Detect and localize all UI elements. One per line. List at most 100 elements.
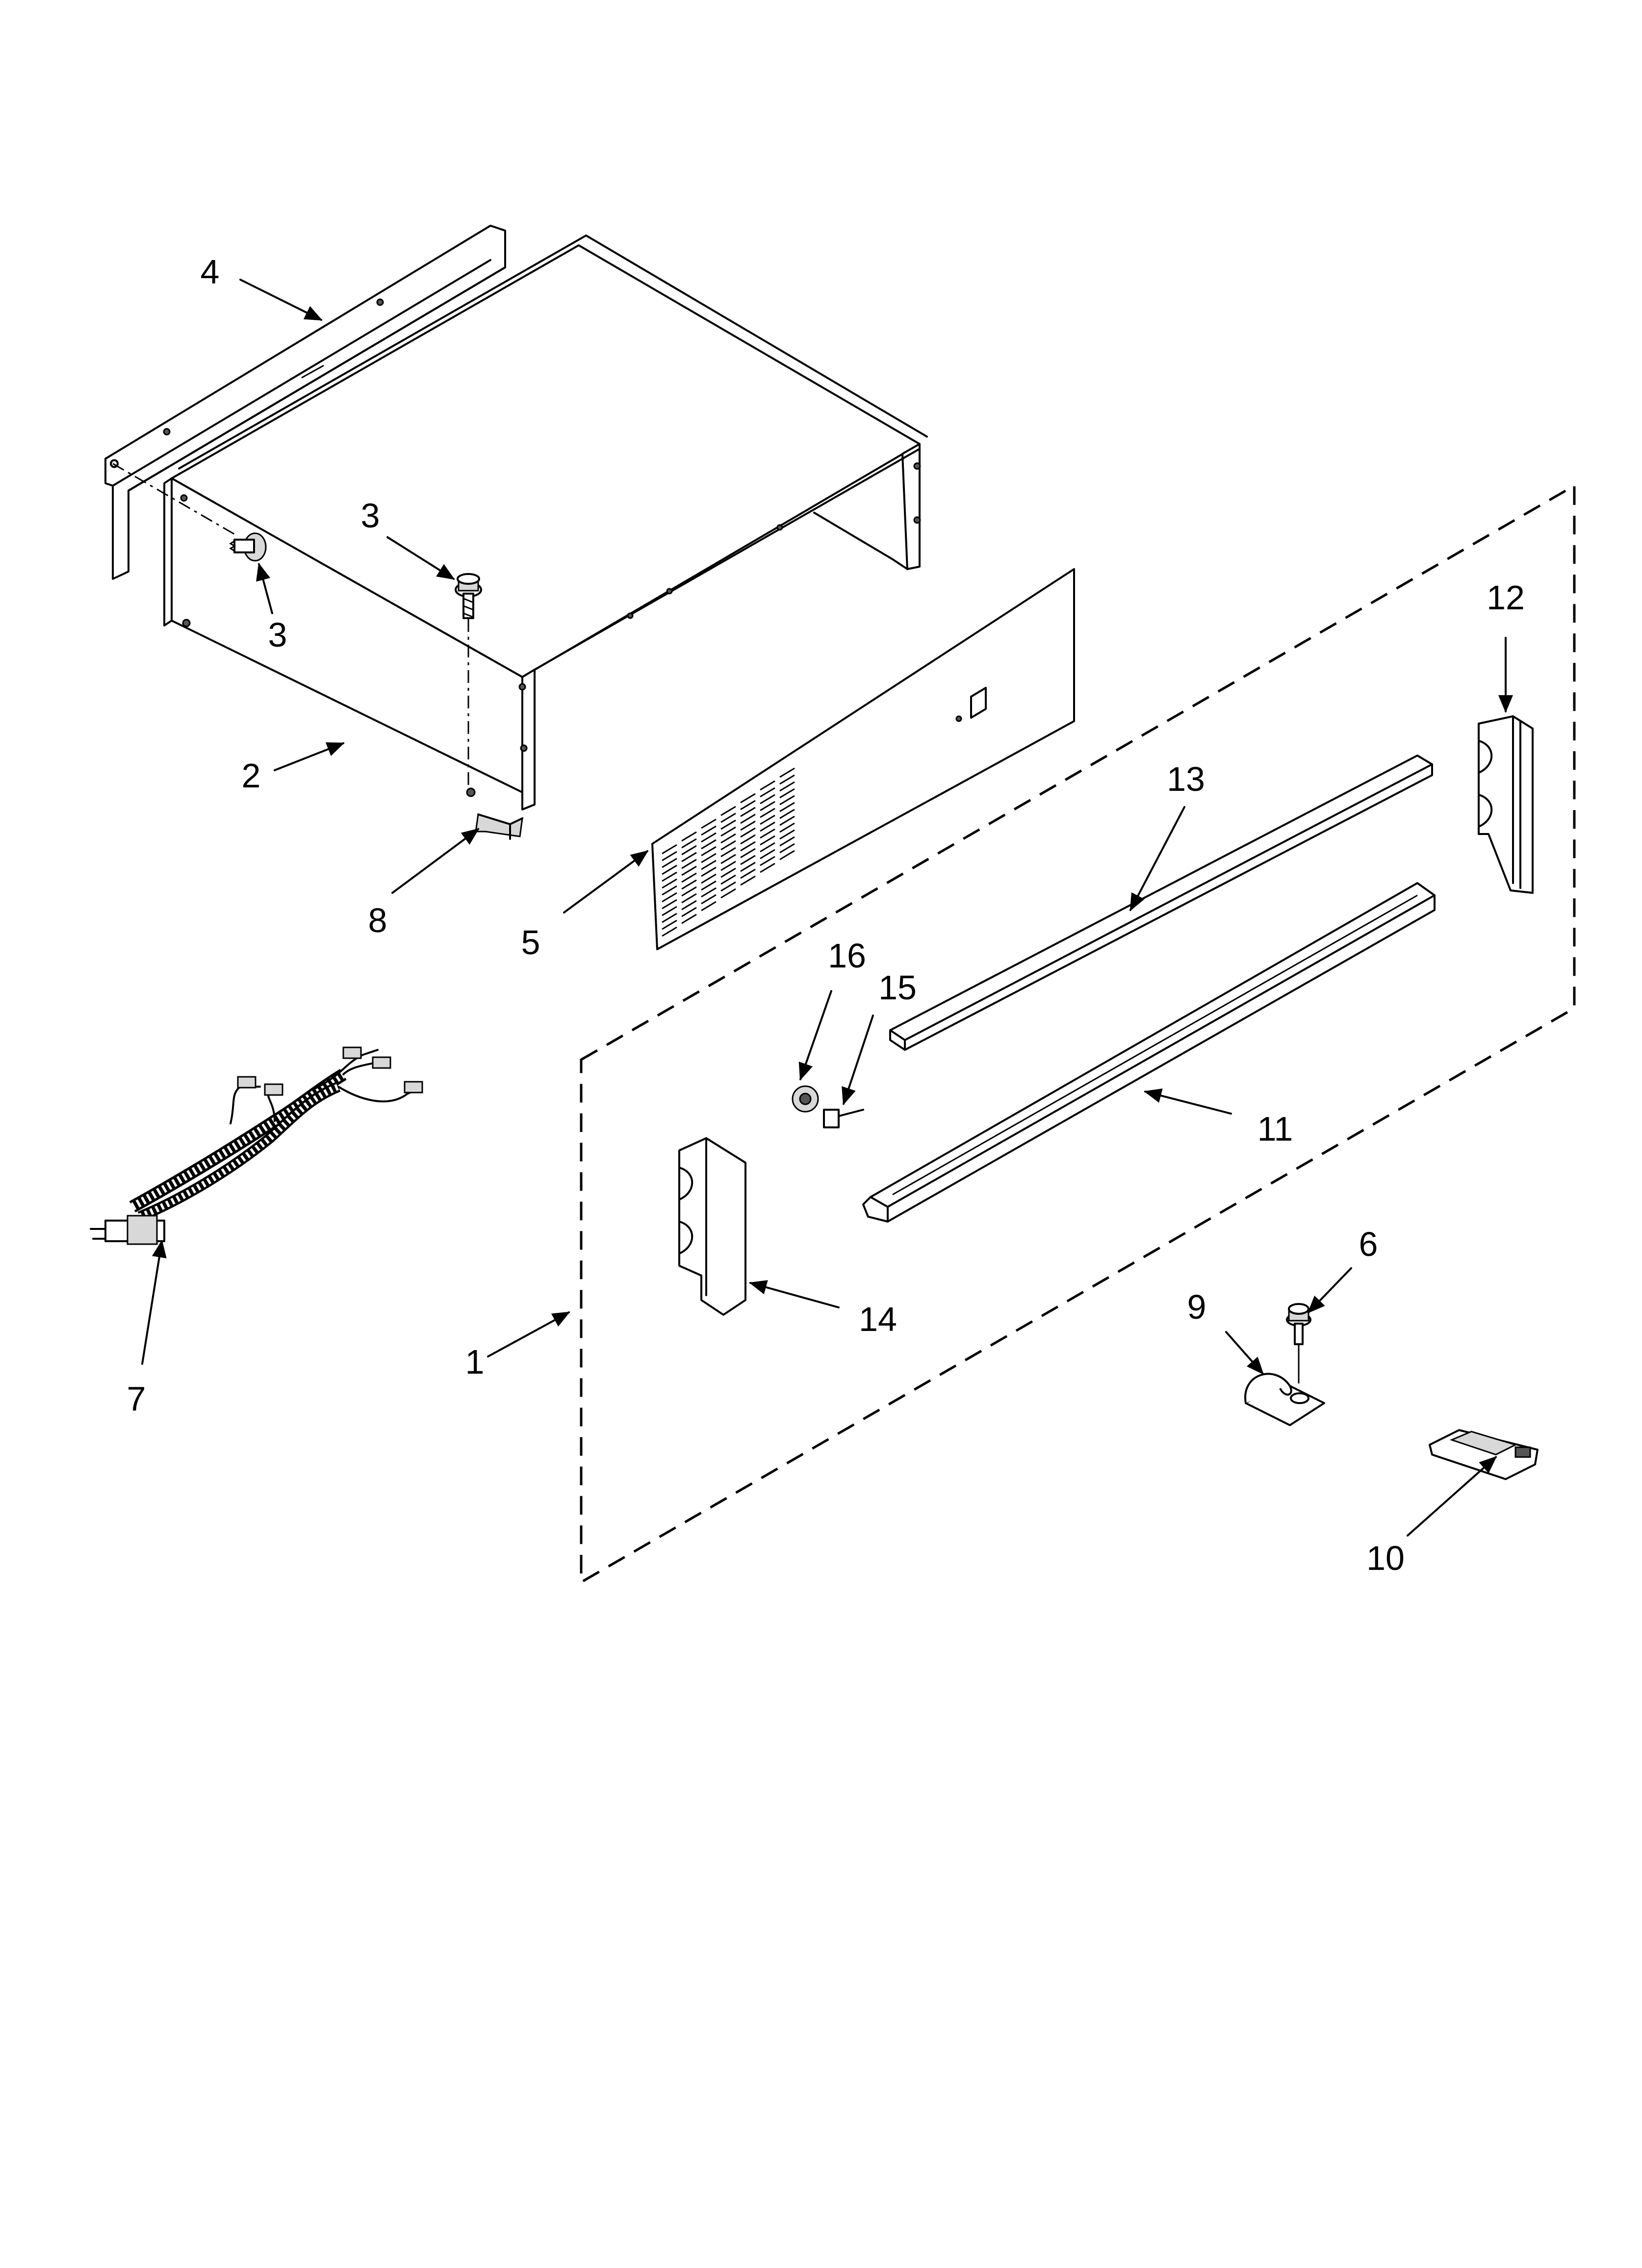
louver-slot	[779, 843, 795, 854]
louver-slot	[681, 886, 697, 897]
pin-part-15	[823, 1109, 864, 1128]
louver-slot	[662, 912, 677, 923]
louver-slot	[662, 892, 677, 903]
callout-15: 15	[878, 968, 917, 1007]
louver-slot	[701, 853, 717, 863]
louver-slot	[681, 900, 697, 911]
louver-slot	[779, 822, 795, 833]
louver-slot	[779, 774, 795, 785]
louver-slot	[701, 825, 717, 836]
louver-slot	[760, 780, 775, 791]
callout-7: 7	[127, 1380, 146, 1418]
callout-14: 14	[859, 1300, 897, 1338]
louver-slot	[740, 813, 756, 824]
housing-part-2	[163, 235, 928, 810]
louver-slot	[760, 787, 775, 798]
louver-slot	[760, 814, 775, 825]
louver-slot	[740, 841, 756, 852]
upper-rail-part-13	[889, 755, 1433, 1051]
louver-slot	[779, 850, 795, 860]
louver-slot	[720, 854, 736, 864]
louver-slot	[740, 861, 756, 872]
callout-12: 12	[1487, 578, 1525, 617]
louver-slot	[701, 832, 717, 843]
louver-slot	[740, 834, 756, 845]
drawer-assembly-outline-part-1	[580, 483, 1576, 1585]
callout-6: 6	[1359, 1225, 1378, 1263]
louver-slot	[720, 867, 736, 878]
louver-slot	[681, 893, 697, 904]
louver-slot	[662, 851, 677, 861]
louver-slot	[701, 839, 717, 850]
louver-slot	[720, 881, 736, 892]
louver-slot	[701, 818, 717, 829]
louver-slot	[681, 831, 697, 842]
louver-slot	[662, 906, 677, 916]
callout-1: 1	[465, 1343, 485, 1381]
leader-lines	[141, 279, 1513, 1537]
louver-slot	[779, 829, 795, 840]
louver-slot	[760, 862, 775, 873]
louver-slot	[720, 819, 736, 830]
louver-slot	[681, 879, 697, 890]
louver-slot	[779, 836, 795, 847]
louver-slot	[760, 828, 775, 839]
louver-slot	[779, 815, 795, 826]
callout-3-side: 3	[268, 616, 287, 654]
louver-slot	[701, 846, 717, 857]
left-bracket-part-14	[678, 1137, 746, 1316]
louver-slot	[740, 820, 756, 831]
louver-slot	[720, 840, 736, 851]
louver-slot	[720, 860, 736, 871]
callout-4: 4	[201, 253, 220, 291]
louver-slot	[720, 826, 736, 837]
louver-slot	[662, 871, 677, 882]
louver-slot	[740, 848, 756, 859]
louver-slot	[740, 807, 756, 817]
louver-slot	[779, 781, 795, 792]
louver-slot	[740, 827, 756, 838]
callout-labels: 4 3 3 2 8 5 12 13 16 15 11 14 1 6 9 10 7	[127, 253, 1525, 1577]
louver-slot	[720, 888, 736, 899]
louver-slot	[720, 847, 736, 858]
callout-10: 10	[1366, 1539, 1405, 1577]
louver-slot	[681, 838, 697, 849]
louver-slot	[740, 800, 756, 810]
callout-16: 16	[828, 937, 866, 975]
callout-3-top: 3	[361, 496, 380, 535]
louver-slot	[701, 866, 717, 877]
louver-slot	[740, 875, 756, 886]
louver-slot	[662, 926, 677, 937]
louver-slot	[760, 821, 775, 832]
louver-slot	[662, 878, 677, 889]
louver-slot	[681, 907, 697, 917]
louver-slot	[760, 794, 775, 805]
louver-slot	[662, 899, 677, 910]
panel-louvers	[662, 767, 795, 937]
louver-slot	[779, 767, 795, 778]
louver-slot	[681, 865, 697, 876]
louver-slot	[681, 913, 697, 924]
wire-harness-part-7	[90, 1046, 423, 1245]
louver-slot	[681, 859, 697, 869]
louver-slot	[701, 880, 717, 891]
louver-slot	[779, 788, 795, 799]
clamp-part-9	[1244, 1373, 1325, 1426]
louver-slot	[720, 874, 736, 885]
louver-slot	[662, 864, 677, 875]
louver-slot	[662, 844, 677, 855]
callout-13: 13	[1167, 760, 1205, 798]
louver-slot	[760, 801, 775, 811]
clip-part-8	[475, 813, 523, 840]
screw-part-6	[1286, 1303, 1311, 1383]
callout-11: 11	[1257, 1110, 1293, 1148]
louver-slot	[701, 894, 717, 905]
louver-slot	[740, 793, 756, 804]
panel-part-5	[651, 568, 1075, 950]
callout-8: 8	[368, 901, 387, 939]
louver-slot	[701, 887, 717, 898]
louver-slot	[701, 860, 717, 870]
rear-frame-part-4	[104, 225, 506, 580]
callout-5: 5	[521, 923, 540, 962]
